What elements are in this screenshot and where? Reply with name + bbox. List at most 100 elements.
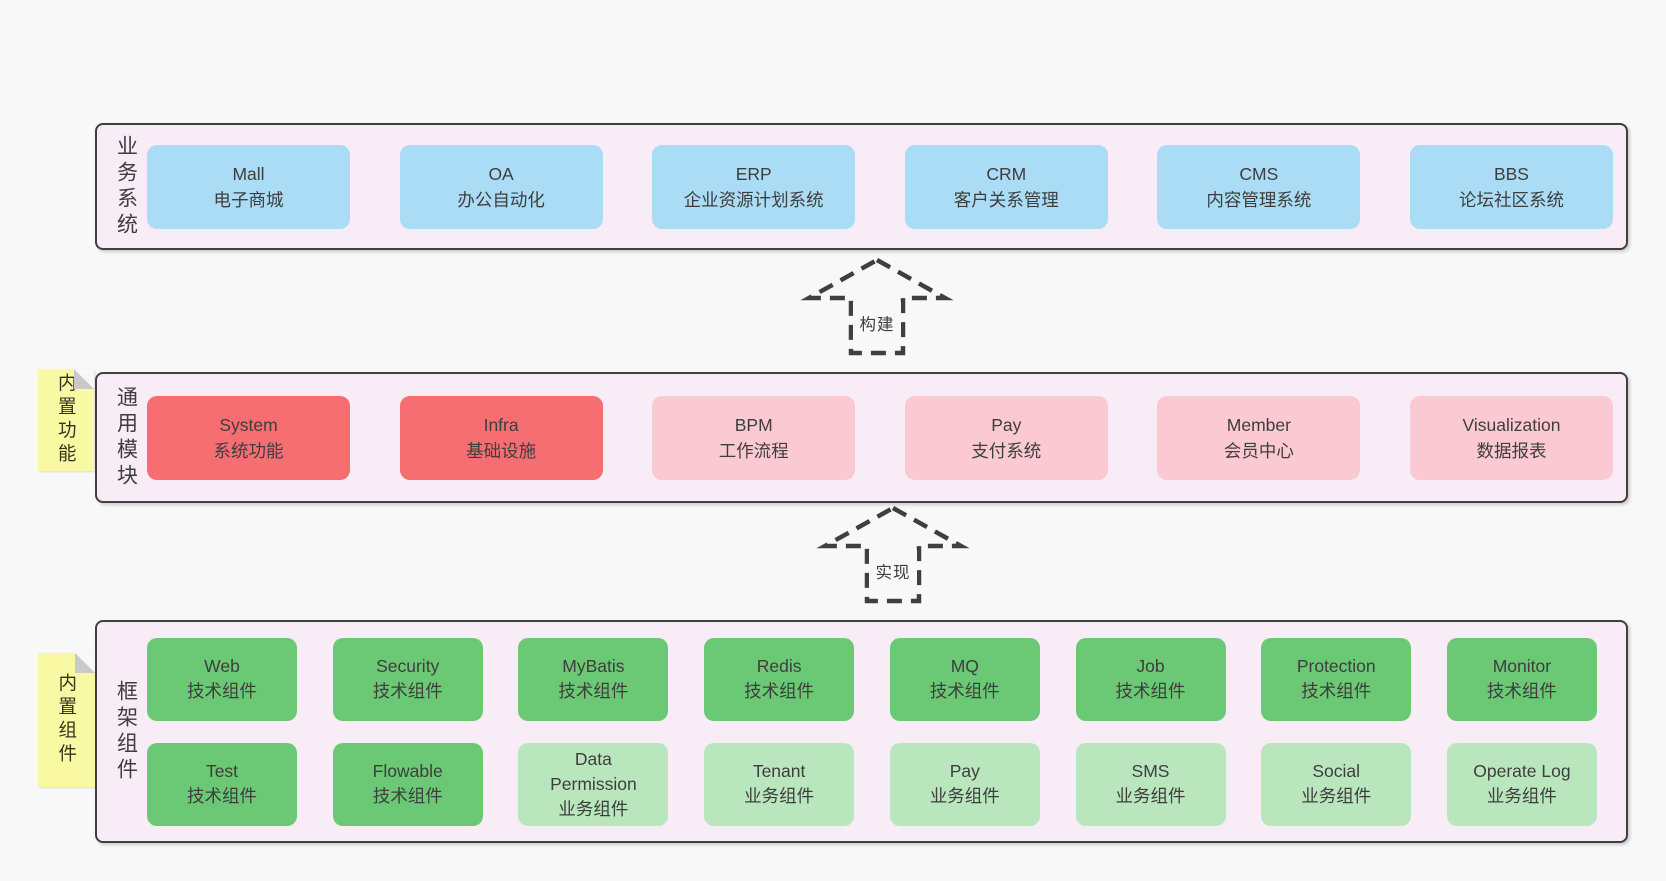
sticky-note-builtin-components: 内置组件 bbox=[38, 653, 95, 787]
box-name: BBS bbox=[1493, 163, 1529, 184]
box-visualization: Visualization 数据报表 bbox=[1409, 395, 1613, 480]
box-desc: 内容管理系统 bbox=[1206, 189, 1312, 210]
layer-framework-components: 框架组件 Web 技术组件 Security 技术组件 MyBatis 技术组件… bbox=[95, 620, 1628, 843]
layer-label-framework-components: 框架组件 bbox=[114, 679, 138, 784]
box-desc: 业务组件 bbox=[1486, 786, 1557, 806]
box-desc: 技术组件 bbox=[1115, 681, 1186, 701]
layer-label-common-modules: 通用模块 bbox=[114, 385, 138, 490]
box-name: Social bbox=[1312, 761, 1361, 781]
box-infra: Infra 基础设施 bbox=[399, 395, 603, 480]
folded-corner-icon bbox=[74, 369, 94, 389]
box-name: CRM bbox=[986, 163, 1027, 184]
box-crm: CRM 客户关系管理 bbox=[904, 144, 1108, 229]
box-monitor: Monitor 技术组件 bbox=[1446, 637, 1597, 721]
folded-corner-icon bbox=[75, 653, 95, 673]
box-oa: OA 办公自动化 bbox=[399, 144, 603, 229]
sticky-note-builtin-functions: 内置功能 bbox=[38, 369, 94, 471]
box-desc: 支付系统 bbox=[971, 440, 1042, 461]
box-name: Data Permission bbox=[550, 748, 637, 794]
arrow-label-build: 构建 bbox=[853, 302, 901, 344]
note-label: 内置组件 bbox=[56, 673, 78, 767]
box-desc: 技术组件 bbox=[744, 681, 815, 701]
box-name: Security bbox=[376, 656, 440, 676]
box-name: Operate Log bbox=[1473, 761, 1571, 781]
framework-components-rows: Web 技术组件 Security 技术组件 MyBatis 技术组件 Redi… bbox=[147, 622, 1597, 841]
box-desc: 技术组件 bbox=[1301, 681, 1372, 701]
box-name: CMS bbox=[1239, 163, 1279, 184]
box-name: Test bbox=[205, 761, 239, 781]
box-desc: 工作流程 bbox=[718, 440, 789, 461]
box-social: Social 业务组件 bbox=[1261, 742, 1412, 826]
box-name: Protection bbox=[1296, 656, 1376, 676]
box-name: Web bbox=[204, 656, 240, 676]
layer-common-modules: 通用模块 System 系统功能 Infra 基础设施 BPM 工作流程 Pay… bbox=[95, 372, 1628, 503]
box-bbs: BBS 论坛社区系统 bbox=[1409, 144, 1613, 229]
box-mq: MQ 技术组件 bbox=[889, 637, 1040, 721]
box-desc: 企业资源计划系统 bbox=[683, 189, 824, 210]
box-name: Infra bbox=[483, 414, 519, 435]
box-desc: 技术组件 bbox=[558, 681, 629, 701]
box-name: Flowable bbox=[372, 761, 443, 781]
box-cms: CMS 内容管理系统 bbox=[1157, 144, 1361, 229]
box-desc: 电子商城 bbox=[213, 189, 284, 210]
box-desc: 会员中心 bbox=[1223, 440, 1294, 461]
box-desc: 技术组件 bbox=[1486, 681, 1557, 701]
box-erp: ERP 企业资源计划系统 bbox=[652, 144, 856, 229]
box-desc: 业务组件 bbox=[558, 798, 629, 819]
layer-business-systems: 业务系统 Mall 电子商城 OA 办公自动化 ERP 企业资源计划系统 CRM… bbox=[95, 123, 1628, 250]
box-desc: 业务组件 bbox=[1301, 786, 1372, 806]
box-desc: 论坛社区系统 bbox=[1458, 189, 1564, 210]
box-desc: 技术组件 bbox=[187, 681, 257, 701]
box-desc: 数据报表 bbox=[1476, 440, 1547, 461]
box-job: Job 技术组件 bbox=[1075, 637, 1226, 721]
box-name: SMS bbox=[1131, 761, 1170, 781]
box-name: Redis bbox=[756, 656, 802, 676]
framework-row-1: Web 技术组件 Security 技术组件 MyBatis 技术组件 Redi… bbox=[147, 637, 1597, 721]
arrow-build: 构建 bbox=[800, 256, 954, 356]
box-test: Test 技术组件 bbox=[147, 742, 297, 826]
box-desc: 客户关系管理 bbox=[953, 189, 1059, 210]
box-desc: 技术组件 bbox=[372, 786, 443, 806]
box-name: ERP bbox=[735, 163, 772, 184]
box-operate-log: Operate Log 业务组件 bbox=[1446, 742, 1597, 826]
box-name: Pay bbox=[991, 414, 1022, 435]
box-desc: 业务组件 bbox=[744, 786, 815, 806]
box-desc: 办公自动化 bbox=[457, 189, 545, 210]
box-member: Member 会员中心 bbox=[1157, 395, 1361, 480]
block-arrow-up-icon bbox=[800, 257, 954, 356]
layer-label-business-systems: 业务系统 bbox=[114, 134, 138, 239]
box-name: OA bbox=[488, 163, 514, 184]
common-modules-items: System 系统功能 Infra 基础设施 BPM 工作流程 Pay 支付系统… bbox=[147, 374, 1613, 501]
box-desc: 业务组件 bbox=[1115, 786, 1186, 806]
box-name: MQ bbox=[950, 656, 979, 676]
box-desc: 技术组件 bbox=[372, 681, 443, 701]
box-mybatis: MyBatis 技术组件 bbox=[518, 637, 669, 721]
box-data-permission: Data Permission 业务组件 bbox=[518, 742, 669, 826]
box-desc: 系统功能 bbox=[213, 440, 284, 461]
arrow-label-implement: 实现 bbox=[869, 550, 917, 592]
box-mall: Mall 电子商城 bbox=[147, 144, 350, 229]
box-name: MyBatis bbox=[562, 656, 625, 676]
box-desc: 技术组件 bbox=[929, 681, 1000, 701]
box-pay-component: Pay 业务组件 bbox=[889, 742, 1040, 826]
box-redis: Redis 技术组件 bbox=[704, 637, 855, 721]
box-pay-module: Pay 支付系统 bbox=[904, 395, 1108, 480]
framework-row-2: Test 技术组件 Flowable 技术组件 Data Permission … bbox=[147, 742, 1597, 826]
box-desc: 技术组件 bbox=[187, 786, 257, 806]
box-name: Visualization bbox=[1462, 414, 1561, 435]
box-name: Pay bbox=[949, 761, 980, 781]
box-name: System bbox=[219, 414, 278, 435]
box-flowable: Flowable 技术组件 bbox=[332, 742, 483, 826]
box-desc: 基础设施 bbox=[466, 440, 537, 461]
box-sms: SMS 业务组件 bbox=[1075, 742, 1226, 826]
box-system: System 系统功能 bbox=[147, 395, 350, 480]
box-name: Job bbox=[1136, 656, 1165, 676]
box-name: Member bbox=[1226, 414, 1291, 435]
business-systems-items: Mall 电子商城 OA 办公自动化 ERP 企业资源计划系统 CRM 客户关系… bbox=[147, 125, 1613, 248]
box-name: Monitor bbox=[1492, 656, 1552, 676]
box-name: Tenant bbox=[752, 761, 806, 781]
note-label: 内置功能 bbox=[56, 373, 78, 467]
box-web: Web 技术组件 bbox=[147, 637, 297, 721]
box-name: Mall bbox=[232, 163, 265, 184]
